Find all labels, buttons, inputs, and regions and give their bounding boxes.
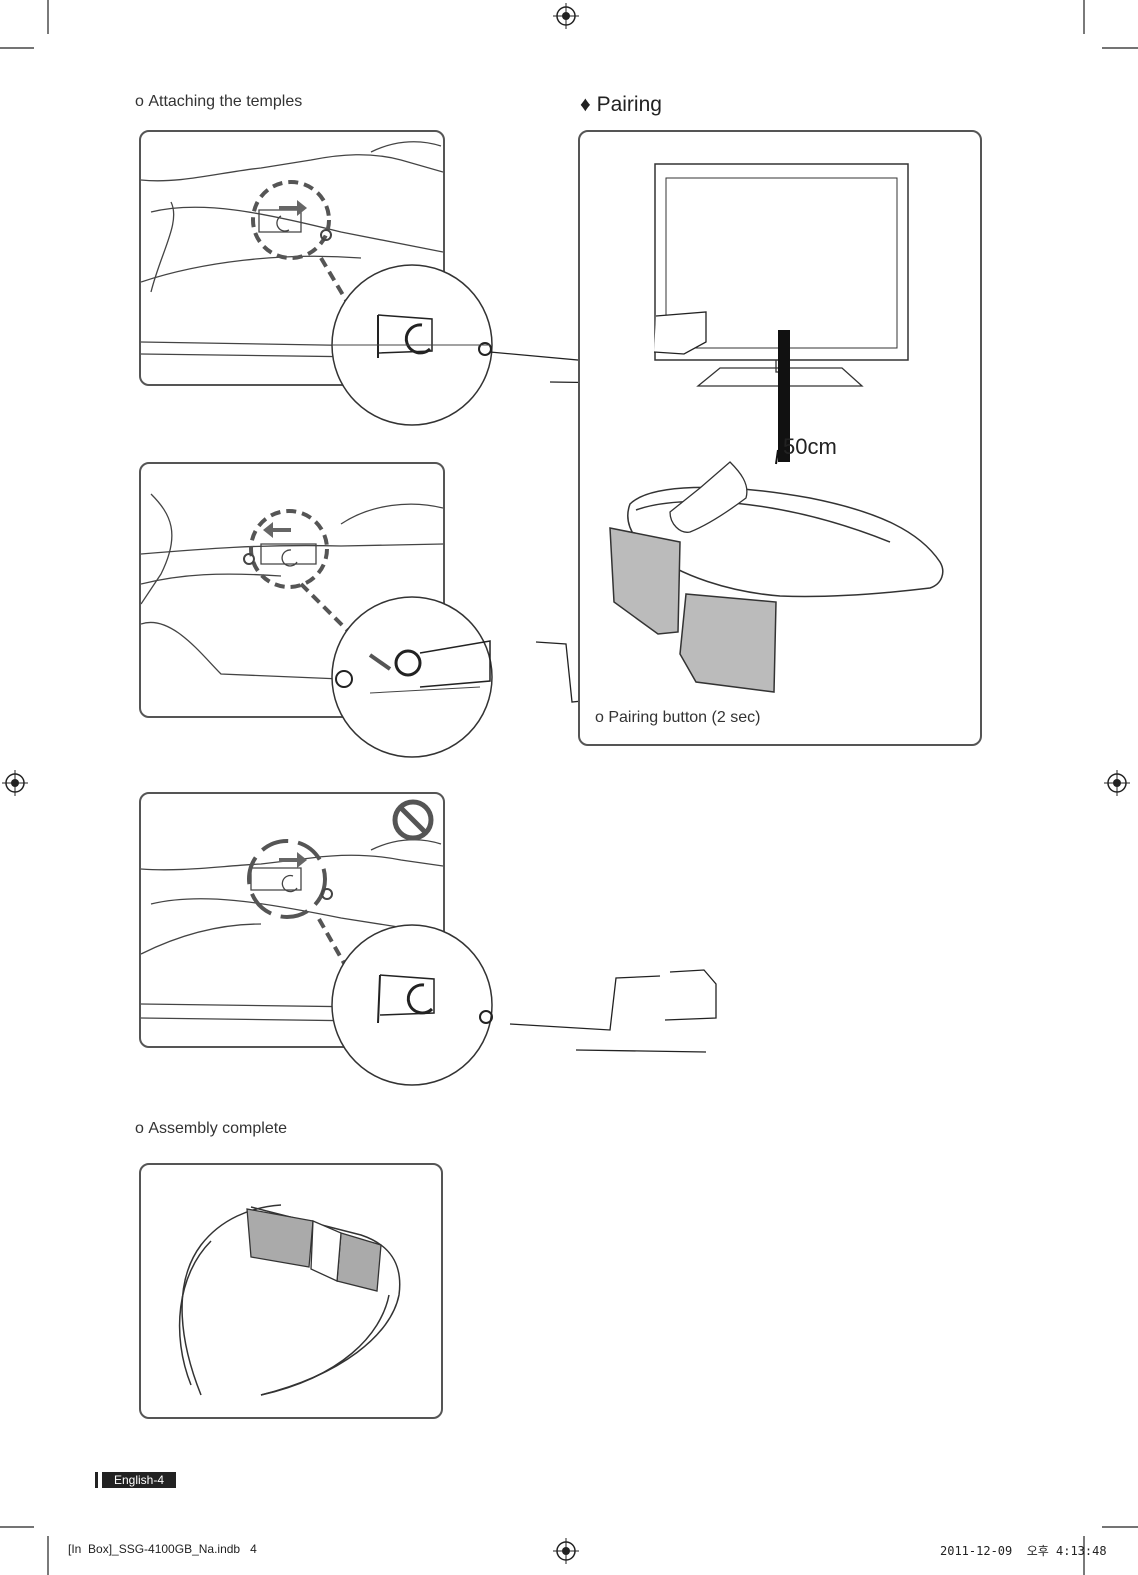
page-label: English-4 bbox=[102, 1472, 176, 1488]
finger-press-icon bbox=[669, 461, 748, 533]
pairing-illustration bbox=[609, 163, 944, 693]
prohibited-icon bbox=[392, 799, 434, 841]
pairing-button-caption: ο Pairing button (2 sec) bbox=[595, 709, 761, 726]
pairing-panel bbox=[578, 130, 982, 746]
assembly-caption: ο Assembly complete bbox=[135, 1120, 288, 1137]
registration-mark-icon bbox=[553, 1538, 579, 1564]
registration-mark-icon bbox=[1104, 770, 1130, 796]
page-marker bbox=[95, 1472, 98, 1488]
assembled-glasses-illustration bbox=[178, 1204, 401, 1396]
assembly-panel bbox=[139, 1163, 443, 1419]
pairing-title: Pairing bbox=[596, 93, 662, 116]
distance-label: 50cm bbox=[783, 434, 837, 459]
registration-mark-icon bbox=[2, 770, 28, 796]
attach-caption: ο Attaching the temples bbox=[135, 93, 303, 110]
glasses-icon bbox=[609, 486, 944, 693]
print-timestamp: 2011-12-09 오후 4:13:48 bbox=[940, 1544, 1107, 1558]
magnifier-1 bbox=[330, 264, 493, 426]
diamond-bullet-icon: ♦ bbox=[580, 93, 591, 116]
magnifier-3 bbox=[331, 924, 493, 1086]
file-name: [In Box]_SSG-4100GB_Na.indb 4 bbox=[68, 1542, 257, 1556]
registration-mark-icon bbox=[553, 3, 579, 29]
magnifier-2 bbox=[331, 596, 493, 758]
pairing-heading: ♦ Pairing bbox=[580, 93, 662, 117]
